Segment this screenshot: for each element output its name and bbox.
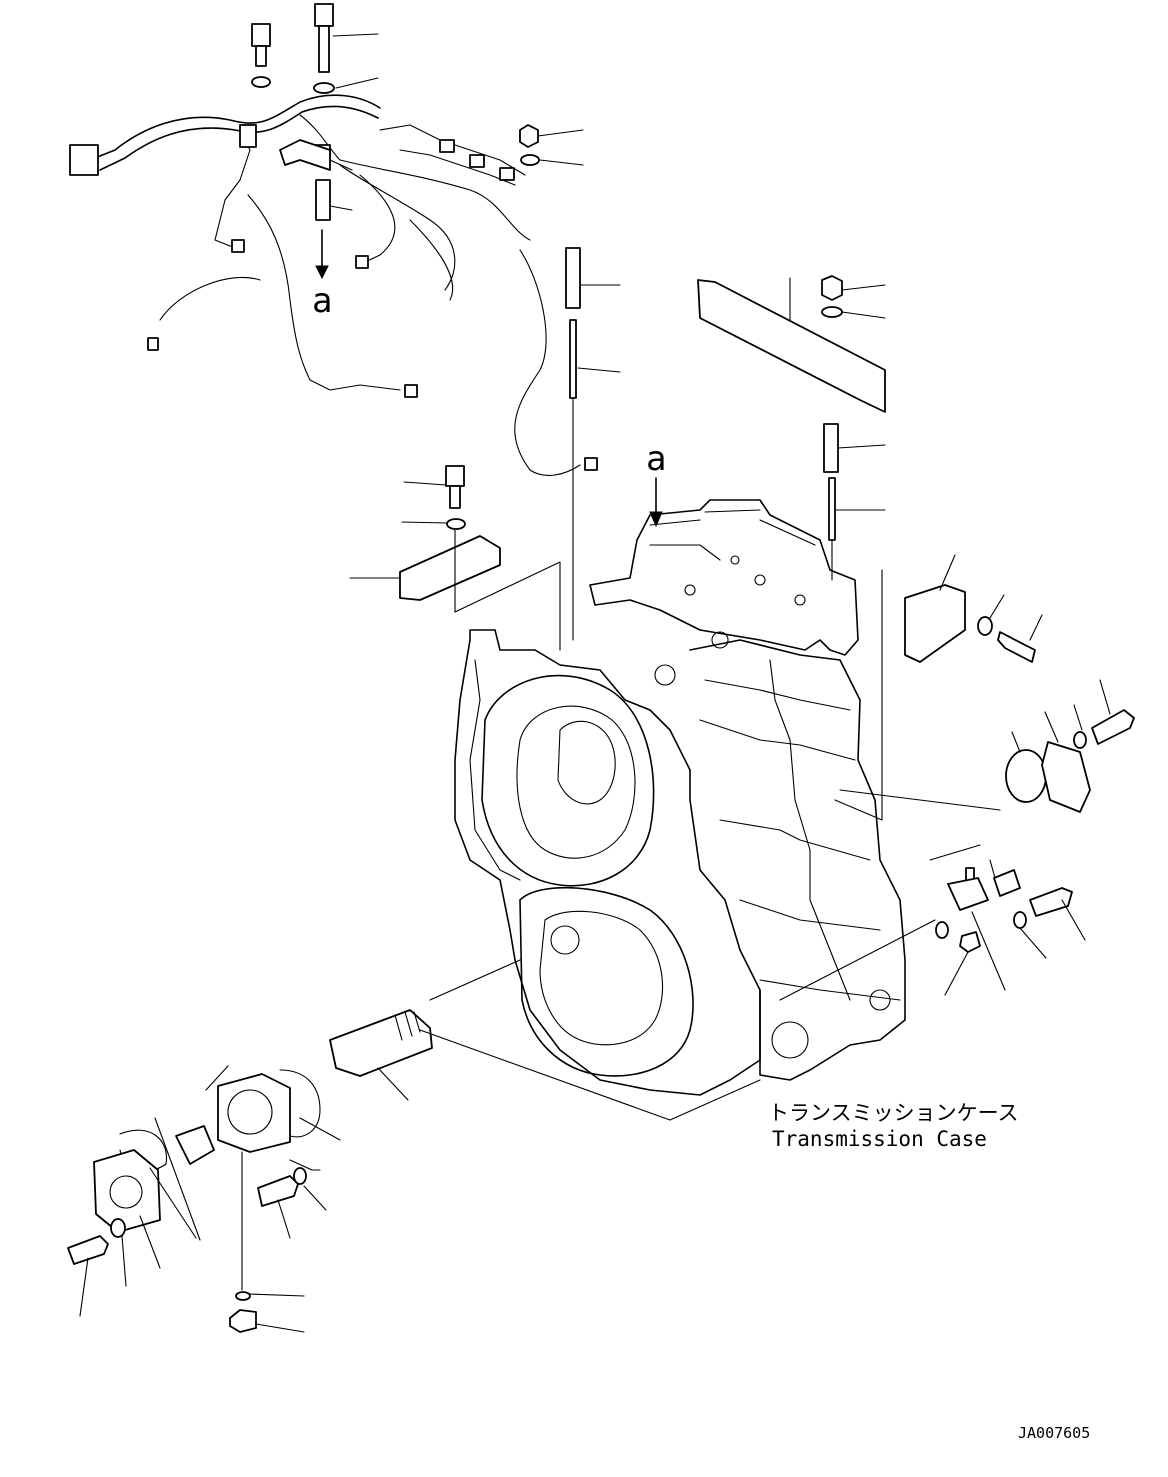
wiring-harness [69,94,598,476]
case-label-english: Transmission Case [772,1127,987,1151]
view-marker-a-center: a [646,439,666,479]
bracket-left [349,465,561,651]
valve-mount-hardware-left [519,124,621,641]
view-marker-a-upper: a [312,281,332,321]
filter-assembly [67,959,761,1333]
side-cover-right [839,679,1135,813]
valve-cover-plate [697,275,886,581]
transmission-case [454,499,906,1096]
case-label-japanese: トランスミッションケース [768,1101,1019,1125]
harness-clamp-hardware [251,3,379,280]
view-arrow-a [649,477,663,528]
bracket-right [834,554,1043,821]
sensor-group-right [779,844,1086,1001]
drawing-id: JA007605 [1018,1424,1090,1442]
